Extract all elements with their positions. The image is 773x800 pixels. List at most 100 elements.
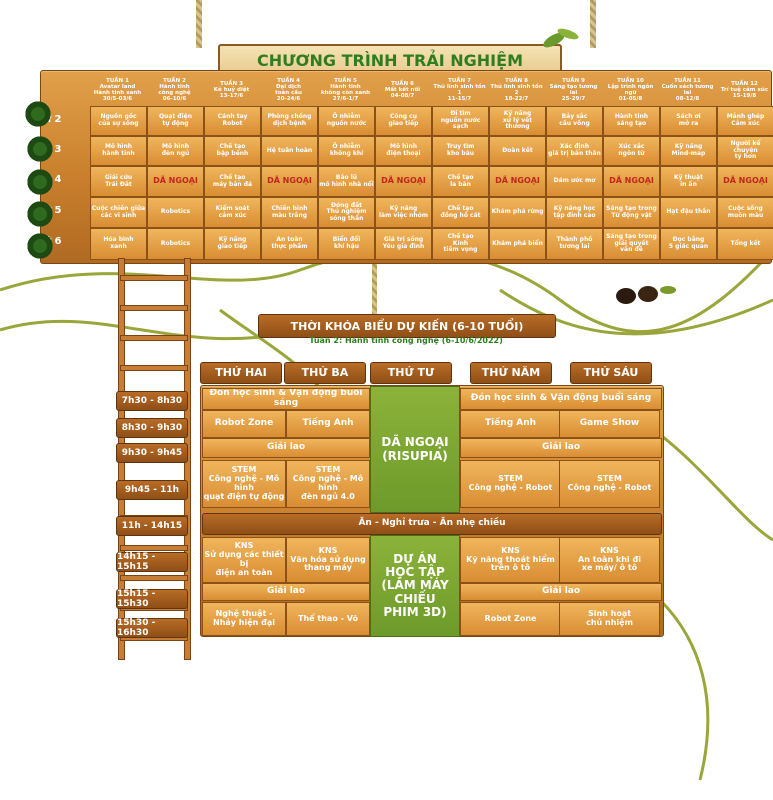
schedule-cell: Sinh hoạt chủ nhiệm [559,602,660,636]
break-cell: Giải lao [460,438,662,458]
week-week: TUẦN 5 [334,77,357,84]
activity-cell: Đi tìm nguồn nước sạch [432,106,489,136]
time-slot-label: 8h30 - 9h30 [116,418,188,438]
schedule-cell: Thể thao - Võ [286,602,370,636]
rope-right [590,0,596,48]
week-name: Thủ lĩnh sinh tồn 2 [490,83,543,96]
week-week: TUẦN 1 [106,77,129,84]
rope-left [196,0,202,48]
ladder-rung [120,305,188,311]
activity-cell: Mô hình điện thoại [375,136,432,166]
time-slot-label: 15h15 - 15h30 [116,589,188,609]
wednesday-project: DỰ ÁN HỌC TẬP (LÀM MÁY CHIẾU PHIM 3D) [370,535,460,637]
lunch-cell: Ăn - Nghỉ trưa - Ăn nhẹ chiều [202,513,662,535]
schedule-cell: Tiếng Anh [460,410,561,438]
day-tab[interactable]: THỨ NĂM [470,362,552,384]
activity-cell: Quạt điện tự động [147,106,204,136]
activity-cell: Chế tạo la bàn [432,166,489,197]
schedule-cell: Robot Zone [460,602,561,636]
week-date: 06-10/6 [162,96,187,103]
schedule-cell: KNS Văn hóa sử dụng thang máy [286,537,370,583]
palm-leaf-icon [20,100,56,128]
rope-middle [372,250,377,320]
welcome-cell: Đón học sinh & Vận động buổi sáng [460,388,662,410]
activity-cell: Người kể chuyện tý hon [717,136,773,166]
day-tab[interactable]: THỨ TƯ [370,362,452,384]
week-name: Kẻ huỷ diệt [213,86,250,93]
activity-cell: Truy tìm kho báu [432,136,489,166]
activity-cell: Cuộc sống muôn màu [717,197,773,228]
activity-cell: Sáng tạo trong giải quyết vấn đề [603,228,660,260]
schedule-cell: KNS Sử dụng các thiết bị điện an toàn [202,537,286,583]
day-tab[interactable]: THỨ HAI [200,362,282,384]
ladder-rung [120,365,188,371]
activity-cell: Khám phá biển [489,228,546,260]
time-slot-label: 11h - 14h15 [116,516,188,536]
activity-cell: Cuộc chiến giữa các vi sinh [90,197,147,228]
activity-cell: Tổng kết [717,228,773,260]
week-date: 13-17/6 [219,93,244,100]
activity-cell: Biển đổi khí hậu [318,228,375,260]
schedule-cell: Nghệ thuật - Nhảy hiện đại [202,602,286,636]
week-name: Đại dịch toàn cầu [275,83,302,96]
week-week: TUẦN 12 [731,80,758,87]
activity-cell: Chế tạo Kính tiềm vọng [432,228,489,260]
week-date: 08-12/8 [675,96,700,103]
field-trip-cell: DÃ NGOẠI [489,166,546,197]
activity-cell: Kỹ năng làm việc nhóm [375,197,432,228]
activity-cell: Giải cứu Trái Đất [90,166,147,197]
activity-cell: Dám ước mơ [546,166,603,197]
week-name: Avatar land Hành tinh xanh [93,83,142,96]
week-date: 20-24/6 [276,96,301,103]
activity-cell: Chế tạo máy bắn đá [204,166,261,197]
ladder-rung [120,545,188,551]
activity-cell: An toàn thực phẩm [261,228,318,260]
activity-cell: Nguồn gốc của sự sống [90,106,147,136]
palm-leaf-icon [22,168,58,196]
time-slot-label: 7h30 - 8h30 [116,391,188,411]
schedule-cell: STEM Công nghệ - Mô hình đèn ngủ 4.0 [286,460,370,508]
week-week: TUẦN 10 [617,77,644,84]
break-cell: Giải lao [202,438,370,458]
activity-cell: Công cụ giao tiếp [375,106,432,136]
day-tab[interactable]: THỨ BA [284,362,366,384]
schedule-cell: STEM Công nghệ - Mô hình quạt điện tự độ… [202,460,286,508]
welcome-cell: Đón học sinh & Vận động buổi sáng [202,388,370,410]
schedule-title: THỜI KHÓA BIỂU DỰ KIẾN (6-10 TUỔI) [258,314,556,338]
activity-cell: Đoàn kết [489,136,546,166]
activity-cell: Hành tinh sáng tạo [603,106,660,136]
activity-cell: Đóng đất Thủ nghiệm sóng thần [318,197,375,228]
activity-cell: Cánh tay Robot [204,106,261,136]
activity-cell: Bảo lũ mô hình nhà nổi [318,166,375,197]
schedule-subtitle: Tuần 2: Hành tinh công nghệ (6-10/6/2022… [309,336,503,345]
time-slot-label: 15h30 - 16h30 [116,618,188,638]
week-week: TUẦN 11 [674,77,701,84]
palm-leaf-icon [22,135,58,163]
week-date: 11-15/7 [447,96,472,103]
activity-cell: Ô nhiễm nguồn nước [318,106,375,136]
ladder-rung [120,575,188,581]
week-week: TUẦN 9 [562,77,585,84]
field-trip-cell: DÃ NGOẠI [717,166,773,197]
schedule-cell: Game Show [559,410,660,438]
schedule-cell: Robot Zone [202,410,286,438]
time-slot-label: 9h45 - 11h [116,480,188,500]
week-name: Cuốn sách tương lai [661,83,714,96]
week-date: 25-29/7 [561,96,586,103]
week-date: 15-19/8 [732,93,757,100]
day-tab[interactable]: THỨ SÁU [570,362,652,384]
activity-cell: Xác định giá trị bản thân [546,136,603,166]
activity-cell: Kỹ năng Mind-map [660,136,717,166]
week-date: 18-22/7 [504,96,529,103]
activity-cell: Hạt đậu thần [660,197,717,228]
week-name: Hành tinh công nghệ [158,83,191,96]
break-cell: Giải lao [202,583,370,601]
time-slot-label: 9h30 - 9h45 [116,443,188,463]
